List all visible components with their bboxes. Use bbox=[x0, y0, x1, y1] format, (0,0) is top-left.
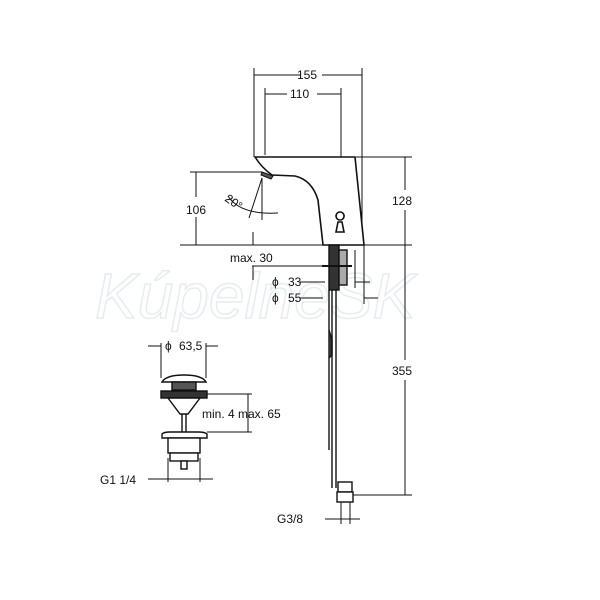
watermark: KúpelneSK bbox=[95, 260, 419, 332]
dia-symbol-55: ϕ bbox=[272, 291, 279, 305]
dia-base-label: 55 bbox=[288, 291, 302, 305]
waste-range-label: min. 4 max. 65 bbox=[202, 407, 281, 421]
width-spout-label: 110 bbox=[290, 87, 309, 101]
dia-symbol-waste: ϕ bbox=[165, 339, 172, 353]
angle-label: 20° bbox=[222, 191, 245, 213]
height-spout-label: 106 bbox=[186, 203, 206, 217]
waste-dia-label: 63,5 bbox=[179, 339, 203, 353]
max-thickness-label: max. 30 bbox=[230, 251, 273, 265]
height-body-label: 128 bbox=[392, 194, 412, 208]
hose-thread-label: G3/8 bbox=[277, 512, 303, 526]
dia-symbol-33: ϕ bbox=[272, 275, 279, 289]
waste-thread-label: G1 1/4 bbox=[100, 473, 136, 487]
dia-shank-label: 33 bbox=[288, 275, 302, 289]
hose-length-label: 355 bbox=[392, 364, 412, 378]
width-total-label: 155 bbox=[297, 68, 317, 82]
